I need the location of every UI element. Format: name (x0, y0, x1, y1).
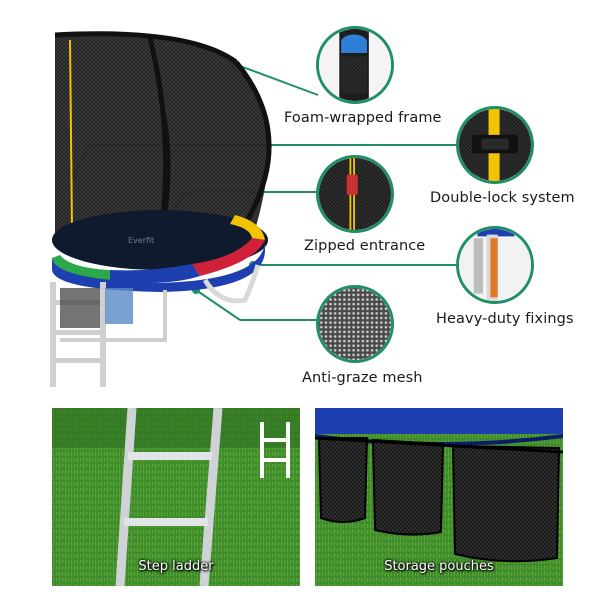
zipped-entrance-label: Zipped entrance (304, 238, 426, 254)
anti-graze-mesh-detail (316, 285, 394, 363)
trampoline-illustration: Everfit (50, 31, 458, 387)
foam-frame-label: Foam-wrapped frame (284, 110, 442, 126)
step-ladder-caption: Step ladder (138, 559, 214, 574)
step-ladder-panel: Step ladder (52, 408, 300, 586)
double-lock-label: Double-lock system (430, 190, 575, 206)
double-lock-detail (456, 106, 534, 184)
heavy-fixings-label: Heavy-duty fixings (436, 311, 574, 327)
brand-mark: Everfit (128, 236, 154, 245)
zipped-entrance-detail (316, 155, 394, 233)
ladder-icon (260, 422, 290, 478)
heavy-fixings-detail (456, 226, 534, 304)
storage-pouches-panel: Storage pouches (315, 408, 563, 586)
foam-frame-detail (316, 26, 394, 104)
anti-graze-mesh-label: Anti-graze mesh (302, 370, 423, 386)
trampoline-feature-area: Everfit Foam-wrapped frame Do (50, 26, 575, 387)
storage-pouches-caption: Storage pouches (384, 559, 494, 574)
